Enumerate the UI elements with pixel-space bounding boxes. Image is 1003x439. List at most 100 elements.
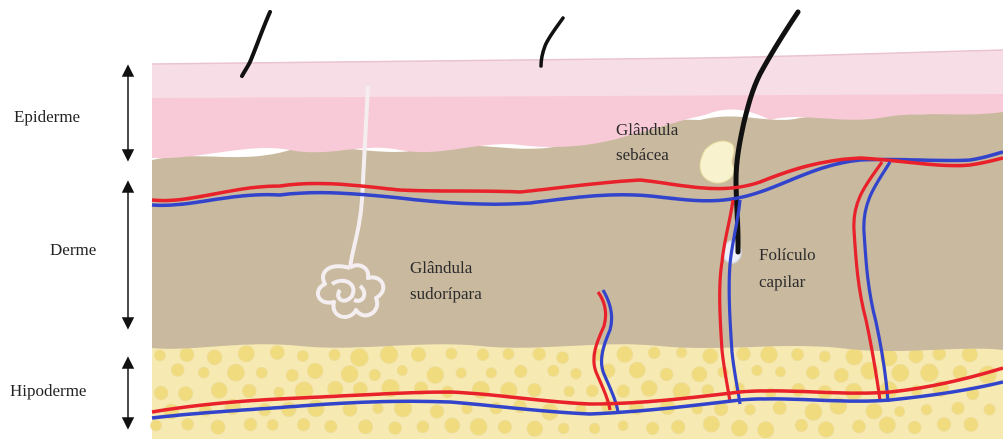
fat-cell bbox=[325, 420, 337, 432]
fat-cell bbox=[846, 348, 863, 365]
fat-cell bbox=[752, 365, 763, 376]
fat-cell bbox=[297, 350, 308, 361]
fat-cell bbox=[329, 349, 340, 360]
fat-cell bbox=[389, 422, 402, 435]
fat-cell bbox=[267, 419, 278, 430]
fat-cell bbox=[351, 349, 369, 367]
fat-cell bbox=[589, 423, 600, 434]
fat-cell bbox=[180, 348, 194, 362]
fat-cell bbox=[308, 400, 325, 417]
fat-cell bbox=[617, 346, 633, 362]
fat-cell bbox=[207, 350, 222, 365]
fat-cell bbox=[227, 364, 244, 381]
fat-cell bbox=[373, 403, 384, 414]
fat-cell bbox=[617, 385, 630, 398]
fat-cell bbox=[805, 403, 822, 420]
fat-cell bbox=[692, 367, 707, 382]
fat-cell bbox=[171, 364, 184, 377]
fat-cell bbox=[211, 420, 225, 434]
fat-cell bbox=[671, 420, 685, 434]
fat-cell bbox=[629, 362, 645, 378]
fat-cell bbox=[618, 421, 628, 431]
fat-cell bbox=[895, 406, 905, 416]
fat-cell bbox=[446, 348, 457, 359]
fat-cell bbox=[456, 368, 466, 378]
fat-cell bbox=[908, 421, 921, 434]
fat-cell bbox=[792, 349, 804, 361]
fat-cell bbox=[470, 418, 487, 435]
fat-cell bbox=[238, 346, 254, 362]
fat-cell bbox=[427, 367, 444, 384]
fat-cell bbox=[775, 367, 785, 377]
fat-cell bbox=[558, 423, 569, 434]
sebaceous-gland-label-line1: Glândula bbox=[616, 120, 678, 140]
fat-cell bbox=[984, 404, 995, 415]
fat-cell bbox=[498, 420, 511, 433]
fat-cell bbox=[962, 347, 977, 362]
fat-cell bbox=[952, 402, 964, 414]
fat-cell bbox=[731, 420, 747, 436]
fat-cell bbox=[380, 346, 398, 364]
fat-cell bbox=[703, 416, 719, 432]
fat-cell bbox=[527, 421, 543, 437]
fat-cell bbox=[341, 366, 358, 383]
epiderme-arrow bbox=[123, 66, 133, 160]
fat-cell bbox=[548, 365, 559, 376]
fat-cell bbox=[745, 404, 756, 415]
fat-cell bbox=[411, 347, 425, 361]
fat-cell bbox=[964, 417, 978, 431]
fat-cell bbox=[198, 367, 209, 378]
fat-cell bbox=[921, 364, 939, 382]
fat-cell bbox=[151, 420, 162, 431]
fat-cell bbox=[773, 401, 786, 414]
fat-cell bbox=[571, 368, 582, 379]
fat-cell bbox=[154, 350, 165, 361]
stratum-corneum bbox=[152, 50, 1003, 98]
fat-cell bbox=[328, 381, 343, 396]
fat-cell bbox=[879, 417, 895, 433]
fat-cell bbox=[445, 418, 460, 433]
sebaceous-gland-label-line2: sebácea bbox=[616, 145, 669, 165]
fat-cell bbox=[397, 365, 407, 375]
fat-cell bbox=[866, 403, 882, 419]
fat-cell bbox=[486, 368, 497, 379]
fat-cell bbox=[358, 420, 372, 434]
fat-cell bbox=[806, 366, 819, 379]
fat-cell bbox=[154, 386, 168, 400]
fat-cell bbox=[182, 418, 194, 430]
sweat-gland-label-line1: Glândula bbox=[410, 258, 472, 278]
sweat-gland-label-line2: sudorípara bbox=[410, 284, 482, 304]
fat-cell bbox=[646, 422, 659, 435]
fat-cell bbox=[557, 352, 569, 364]
fat-cell bbox=[270, 346, 284, 360]
fat-cell bbox=[178, 387, 192, 401]
fat-cell bbox=[834, 368, 848, 382]
hair-follicle-label-line1: Folículo bbox=[759, 245, 816, 265]
fat-cell bbox=[564, 386, 575, 397]
fat-cell bbox=[244, 418, 257, 431]
fat-cell bbox=[761, 346, 778, 363]
fat-cell bbox=[819, 351, 830, 362]
fat-cell bbox=[676, 347, 686, 357]
fat-cell bbox=[795, 419, 807, 431]
fat-cell bbox=[417, 421, 429, 433]
fat-cell bbox=[297, 418, 310, 431]
fat-cell bbox=[648, 347, 660, 359]
fat-cell bbox=[515, 365, 527, 377]
derme-label: Derme bbox=[50, 240, 96, 260]
fat-cell bbox=[528, 383, 541, 396]
fat-cell bbox=[281, 402, 296, 417]
fat-cell bbox=[852, 420, 865, 433]
fat-cell bbox=[758, 422, 774, 438]
fat-cell bbox=[641, 380, 657, 396]
fat-cell bbox=[937, 418, 951, 432]
fat-cell bbox=[286, 369, 298, 381]
fat-cell bbox=[533, 348, 546, 361]
fat-cell bbox=[256, 367, 267, 378]
fat-cell bbox=[703, 349, 718, 364]
fat-cell bbox=[909, 349, 923, 363]
hipoderme-arrow bbox=[123, 358, 133, 428]
epiderme-label: Epiderme bbox=[14, 107, 80, 127]
fat-cell bbox=[243, 384, 257, 398]
